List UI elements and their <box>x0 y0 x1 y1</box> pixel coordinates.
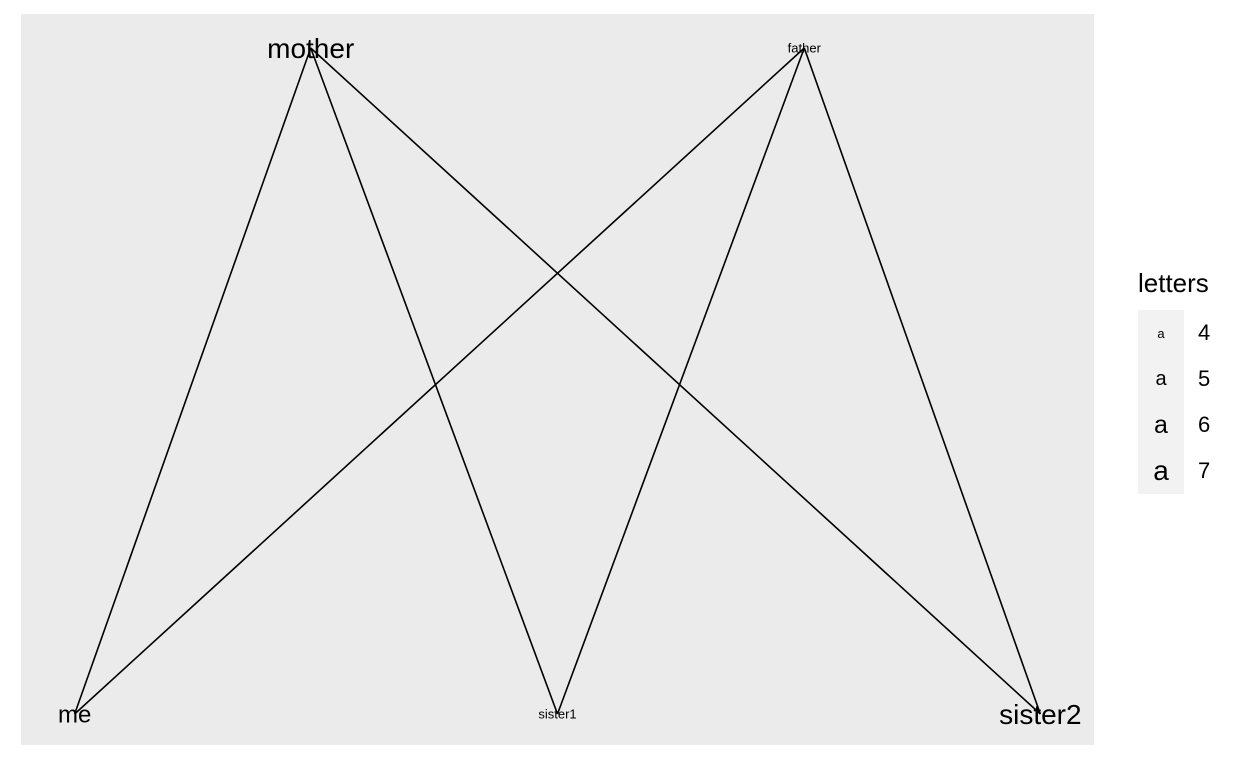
legend: letters a 4 a 5 a 6 a 7 <box>1138 268 1238 494</box>
legend-key-5: a <box>1138 356 1184 402</box>
node-label-mother: mother <box>267 33 354 64</box>
edge-father-me <box>74 47 805 715</box>
edges-layer <box>73 47 1042 715</box>
edge-father-sister1 <box>556 47 806 715</box>
legend-row-5: a 5 <box>1138 356 1238 402</box>
legend-row-6: a 6 <box>1138 402 1238 448</box>
edge-father-sister2 <box>803 47 1042 715</box>
legend-key-4: a <box>1138 310 1184 356</box>
node-label-father: father <box>788 41 822 56</box>
legend-row-7: a 7 <box>1138 448 1238 494</box>
edge-mother-sister1 <box>309 47 559 715</box>
legend-title: letters <box>1138 268 1209 298</box>
edge-mother-sister2 <box>310 47 1041 715</box>
legend-label-5: 5 <box>1198 366 1211 391</box>
node-label-sister1: sister1 <box>538 707 576 722</box>
legend-label-7: 7 <box>1198 458 1211 483</box>
legend-label-6: 6 <box>1198 412 1211 437</box>
node-label-sister2: sister2 <box>999 699 1081 730</box>
legend-row-4: a 4 <box>1138 310 1238 356</box>
plot-panel <box>21 14 1094 745</box>
edge-mother-me <box>73 47 312 715</box>
legend-key-7: a <box>1138 448 1184 494</box>
legend-label-4: 4 <box>1198 320 1211 345</box>
node-labels-layer: mother father me sister1 sister2 <box>58 33 1082 730</box>
legend-key-6: a <box>1138 402 1184 448</box>
node-label-me: me <box>58 701 91 728</box>
